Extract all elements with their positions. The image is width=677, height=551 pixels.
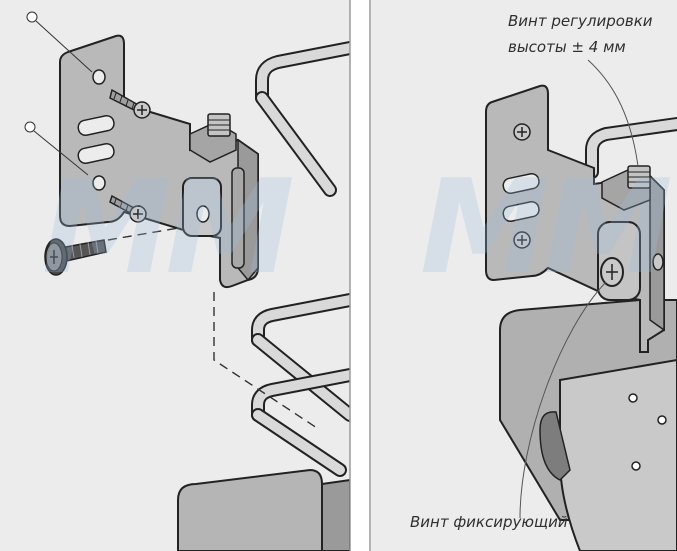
label-fixing-screw: Винт фиксирующий [410,513,568,531]
right-leader-lines [519,59,639,519]
height-adjust-leader [587,59,639,167]
left-alignment-lines [107,225,321,431]
watermark-right: MM [420,151,670,303]
label-height-adjust-line2: высоты ± 4 мм [508,38,626,56]
watermark-left: MM [42,151,292,303]
left-panel [0,0,357,551]
right-panel: Винт регулировки высоты ± 4 мм Винт фикс… [371,0,677,551]
left-wire-basket [251,41,357,477]
right-height-adjust-screw [601,165,651,211]
left-leader-markers [24,11,93,176]
label-height-adjust-line1: Винт регулировки [508,12,653,30]
right-wire-basket [585,117,677,179]
right-runner [499,299,677,551]
right-screw-lower [513,231,531,249]
left-wood-screw-lower [109,194,147,223]
right-screw-upper [513,123,531,141]
panel-divider [349,0,371,551]
fixing-screw-leader [519,281,607,519]
right-side-screw [652,253,664,271]
left-runner-block [177,468,351,551]
left-loose-fixing-screw [44,238,107,276]
right-fixing-screw [600,257,624,287]
left-panel-bg [0,0,350,551]
left-wood-screw-upper [109,88,151,119]
left-height-adjust-screw [189,113,237,163]
